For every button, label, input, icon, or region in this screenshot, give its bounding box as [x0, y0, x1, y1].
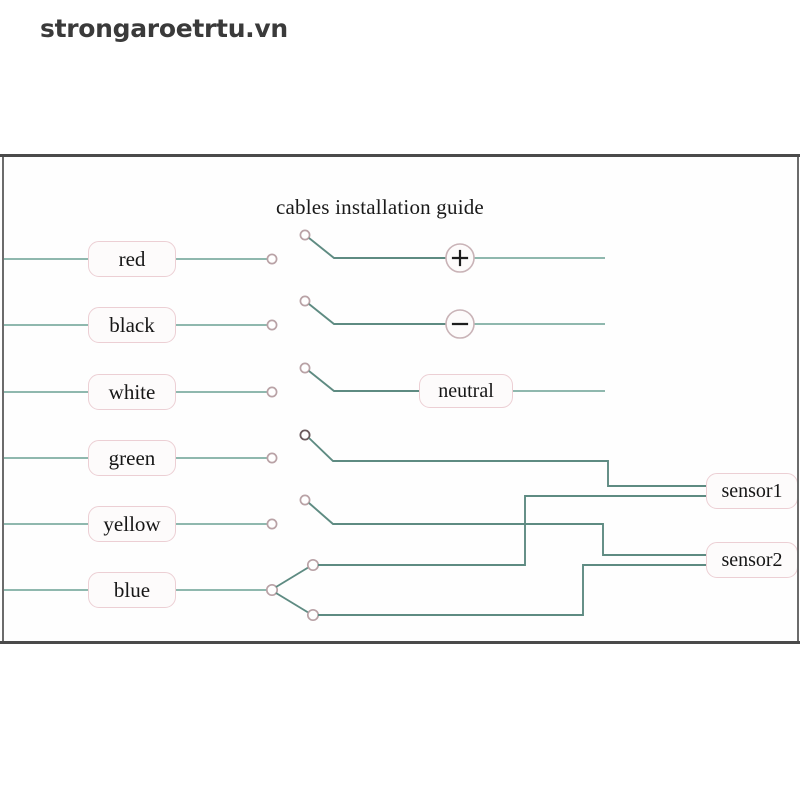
wire-blue-to-sensor2	[318, 564, 706, 616]
terminal-minus	[445, 309, 475, 339]
cable-label-blue[interactable]: blue	[88, 572, 176, 608]
diagram-title: cables installation guide	[276, 195, 484, 219]
wire-green-to-sensor1	[299, 429, 706, 487]
terminal-label-sensor2[interactable]: sensor2	[706, 542, 798, 578]
node-yellow-in	[299, 494, 311, 506]
wiring-diagram-svg: .w { stroke:#8fb8ae; stroke-width:2.1; f…	[4, 229, 706, 622]
cable-label-black[interactable]: black	[88, 307, 176, 343]
wire-white-right	[299, 362, 605, 393]
cable-label-green[interactable]: green	[88, 440, 176, 476]
node-green-in	[299, 429, 311, 441]
node-red-out	[266, 253, 278, 265]
node-blue-lower	[306, 608, 320, 622]
wire-red-right	[299, 229, 605, 260]
terminal-label-sensor1[interactable]: sensor1	[706, 473, 798, 509]
node-plus-in	[299, 229, 311, 241]
node-minus-in	[299, 295, 311, 307]
terminal-plus	[445, 243, 475, 273]
terminal-label-neutral[interactable]: neutral	[419, 374, 513, 408]
wire-yellow-to-sensor2	[299, 494, 706, 556]
cable-label-yellow[interactable]: yellow	[88, 506, 176, 542]
node-yellow-out	[266, 518, 278, 530]
wire-blue-branch-upper-diag	[275, 566, 310, 588]
cable-label-white[interactable]: white	[88, 374, 176, 410]
cable-label-red[interactable]: red	[88, 241, 176, 277]
wire-blue-branch-lower-diag	[275, 592, 310, 614]
node-blue-split	[265, 583, 279, 597]
node-neutral-in	[299, 362, 311, 374]
node-black-out	[266, 319, 278, 331]
node-white-out	[266, 386, 278, 398]
node-blue-upper	[306, 558, 320, 572]
node-green-out	[266, 452, 278, 464]
diagram-panel: cables installation guide .w { stroke:#8…	[0, 154, 800, 644]
wire-blue-to-sensor1	[318, 495, 706, 566]
site-watermark: strongaroetrtu.vn	[40, 14, 288, 43]
wire-black-right	[299, 295, 605, 326]
